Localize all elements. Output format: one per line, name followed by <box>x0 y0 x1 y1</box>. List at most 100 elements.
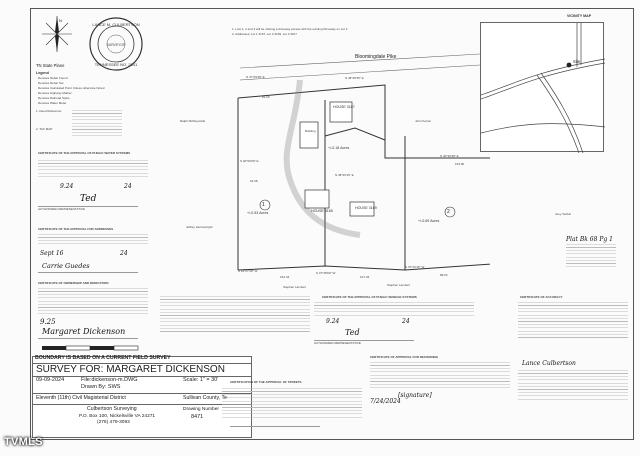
state-plane-label: TN State Plane <box>36 63 65 68</box>
neighbor-label: Stephen Lambert <box>283 285 307 289</box>
cert-water-signature: Ted <box>80 194 97 204</box>
cert-sewage-year: 24 <box>402 318 410 325</box>
bearing-label: S 41°07'28" W <box>238 269 258 273</box>
cert-recording-text <box>370 362 510 390</box>
cert-water-title: CERTIFICATE OF THE APPROVAL OF PUBLIC WA… <box>38 151 131 155</box>
cert-water-label: AUTHORIZED REPRESENTATIVE <box>38 207 85 211</box>
note-shared-driveway: 1. Lots 1, 2 and 3 will be sharing a dri… <box>232 27 348 31</box>
tvmls-watermark-logo: TVMLS <box>4 436 43 448</box>
signature-line <box>38 338 138 339</box>
surveyor-seal-stamp: LANCE M. CULBERTSON TENNESSEE NO. 2841 S… <box>89 17 143 71</box>
svg-text:TENNESSEE NO. 2841: TENNESSEE NO. 2841 <box>95 62 138 67</box>
title-district: Eleventh (11th) Civil Magisterial Distri… <box>36 395 126 401</box>
legend-item: Denotes Rebar Set <box>38 81 64 85</box>
distance-label: 81.60 <box>262 95 270 99</box>
neighbor-label: Stephen Lambert <box>387 283 411 287</box>
legend-item: Denotes Railroad Spike <box>38 96 70 100</box>
cert-addresses-year: 24 <box>120 250 128 257</box>
signature-line <box>314 340 414 341</box>
title-drawing-label: Drawing Number <box>183 407 219 412</box>
cert-ownership-title: CERTIFICATE OF OWNERSHIP AND DEDICATION <box>38 281 109 285</box>
plat-drawing <box>237 53 490 271</box>
divider <box>33 404 251 405</box>
neighbor-label: Ralph McReynolds <box>180 119 206 123</box>
deed-reference-label: 1. Deed Reference: <box>36 109 63 113</box>
title-company: Culbertson Surveying <box>87 406 137 412</box>
survey-for-title: SURVEY FOR: MARGARET DICKENSON <box>36 364 225 375</box>
road-label: Bloomingdale Pike <box>355 54 397 60</box>
neighbor-label: Joey Verbal <box>555 212 571 216</box>
bearing-label: S 70°23'15" W <box>405 265 425 269</box>
north-arrow-icon: N <box>42 16 72 52</box>
lot3-area: +/-0.18 Acres <box>328 146 350 150</box>
legend-title: Legend <box>36 71 49 75</box>
title-address: P.O. Box 100, Nickelsville VA 24271 <box>79 414 156 419</box>
cert-addresses-text <box>38 234 148 244</box>
lot1-number: 1 <box>262 202 265 208</box>
distance-label: 91.68 <box>250 179 258 183</box>
vicinity-site-label: Site <box>573 59 581 64</box>
deed-reference-text-block <box>72 110 122 138</box>
title-county: Sullivan County, Te <box>183 395 227 401</box>
svg-text:LANCE M. CULBERTSON: LANCE M. CULBERTSON <box>92 22 139 27</box>
signature-line <box>38 272 138 273</box>
boundary-note: BOUNDARY IS BASED ON A CURRENT FIELD SUR… <box>35 355 171 361</box>
bearing-label: S 47°28'00" W <box>316 271 336 275</box>
cert-sewage-date: 9.24 <box>326 318 340 325</box>
bearing-label: S 40°00'00" E <box>240 159 259 163</box>
cert-accuracy-text <box>518 302 628 338</box>
title-scale: Scale: 1" = 30' <box>183 377 219 383</box>
note-addresses: 2. Addresses: Lot 1 3167, Lot 2 3169, Lo… <box>232 32 297 36</box>
lot2-area: +/-0.69 Acres <box>418 219 440 223</box>
neighbor-label: John Ketron <box>415 119 432 123</box>
cert-addresses-signature: Carrie Guedes <box>42 262 90 270</box>
cert-streets-title: CERTIFICATION OF THE APPROVAL OF STREETS <box>230 380 302 384</box>
certification-text-block <box>160 296 310 332</box>
house-label: HOUSE 3167 <box>333 105 355 109</box>
cert-sewage-title: CERTIFICATE OF THE APPROVAL OF PUBLIC SE… <box>322 295 417 299</box>
title-drawn-by: Drawn By: SWS <box>81 384 121 390</box>
cert-recording-title: CERTIFICATE OF APPROVAL FOR RECORDING <box>370 355 439 359</box>
lot2-number: 2 <box>447 209 450 215</box>
vicinity-map-roads <box>481 23 605 153</box>
cert-water-year: 24 <box>124 183 132 190</box>
legend-item: Denotes Water Meter <box>38 101 67 105</box>
cert-ownership-text <box>38 288 148 316</box>
tax-map-label: 2. TAX MAP: <box>36 127 54 131</box>
legend-item: Denotes Highway Marker <box>38 91 72 95</box>
title-file: File:dickenson-m.DWG <box>81 377 138 383</box>
distance-label: 154.43 <box>280 275 290 279</box>
distance-label: 153.90 <box>455 162 465 166</box>
title-block: BOUNDARY IS BASED ON A CURRENT FIELD SUR… <box>32 355 252 438</box>
bearing-label: N 47°09'49" E <box>246 75 265 79</box>
cert-accuracy-title: CERTIFICATE OF ACCURACY <box>520 295 563 299</box>
title-phone: (276) 479-3093 <box>97 420 130 425</box>
survey-for-row: SURVEY FOR: MARGARET DICKENSON <box>33 363 251 377</box>
distance-label: 107.33 <box>360 275 370 279</box>
cert-accuracy-extra-text <box>518 370 628 402</box>
cert-streets-text <box>222 388 362 418</box>
cert-addresses-title: CERTIFICATE OF THE APPROVAL FOR ADDRESSE… <box>38 227 114 231</box>
distance-label: 89.63 <box>440 273 448 277</box>
legend-item: Denotes Calculated Point Unless otherwis… <box>38 86 105 90</box>
signature-line <box>230 426 320 427</box>
cert-recording-date: 7/24/2024 <box>370 398 401 405</box>
svg-text:SURVEYOR: SURVEYOR <box>107 43 127 47</box>
divider <box>33 393 251 394</box>
cert-sewage-signature: Ted <box>345 328 360 337</box>
svg-text:N: N <box>59 18 62 23</box>
vicinity-map-title: VICINITY MAP <box>567 14 592 18</box>
legend-item: Denotes Rebar Found <box>38 76 68 80</box>
title-drawing-number: 8471 <box>191 414 204 420</box>
cert-sewage-label: AUTHORIZED REPRESENTATIVE <box>314 341 361 345</box>
neighbor-label: Jeffrey Hensworight <box>186 225 213 229</box>
corner-note-stamp <box>566 244 616 268</box>
cert-accuracy-signature: Lance Culbertson <box>522 360 576 367</box>
house-label: HOUSE 3169 <box>355 206 377 210</box>
drawing-frame <box>30 8 634 440</box>
cert-recording-signature: [signature] <box>398 392 432 399</box>
corner-note: Plat Bk 68 Pg 1 <box>566 236 613 243</box>
house-label: HOUSE 3165 <box>311 209 333 213</box>
cert-water-text <box>38 160 148 178</box>
